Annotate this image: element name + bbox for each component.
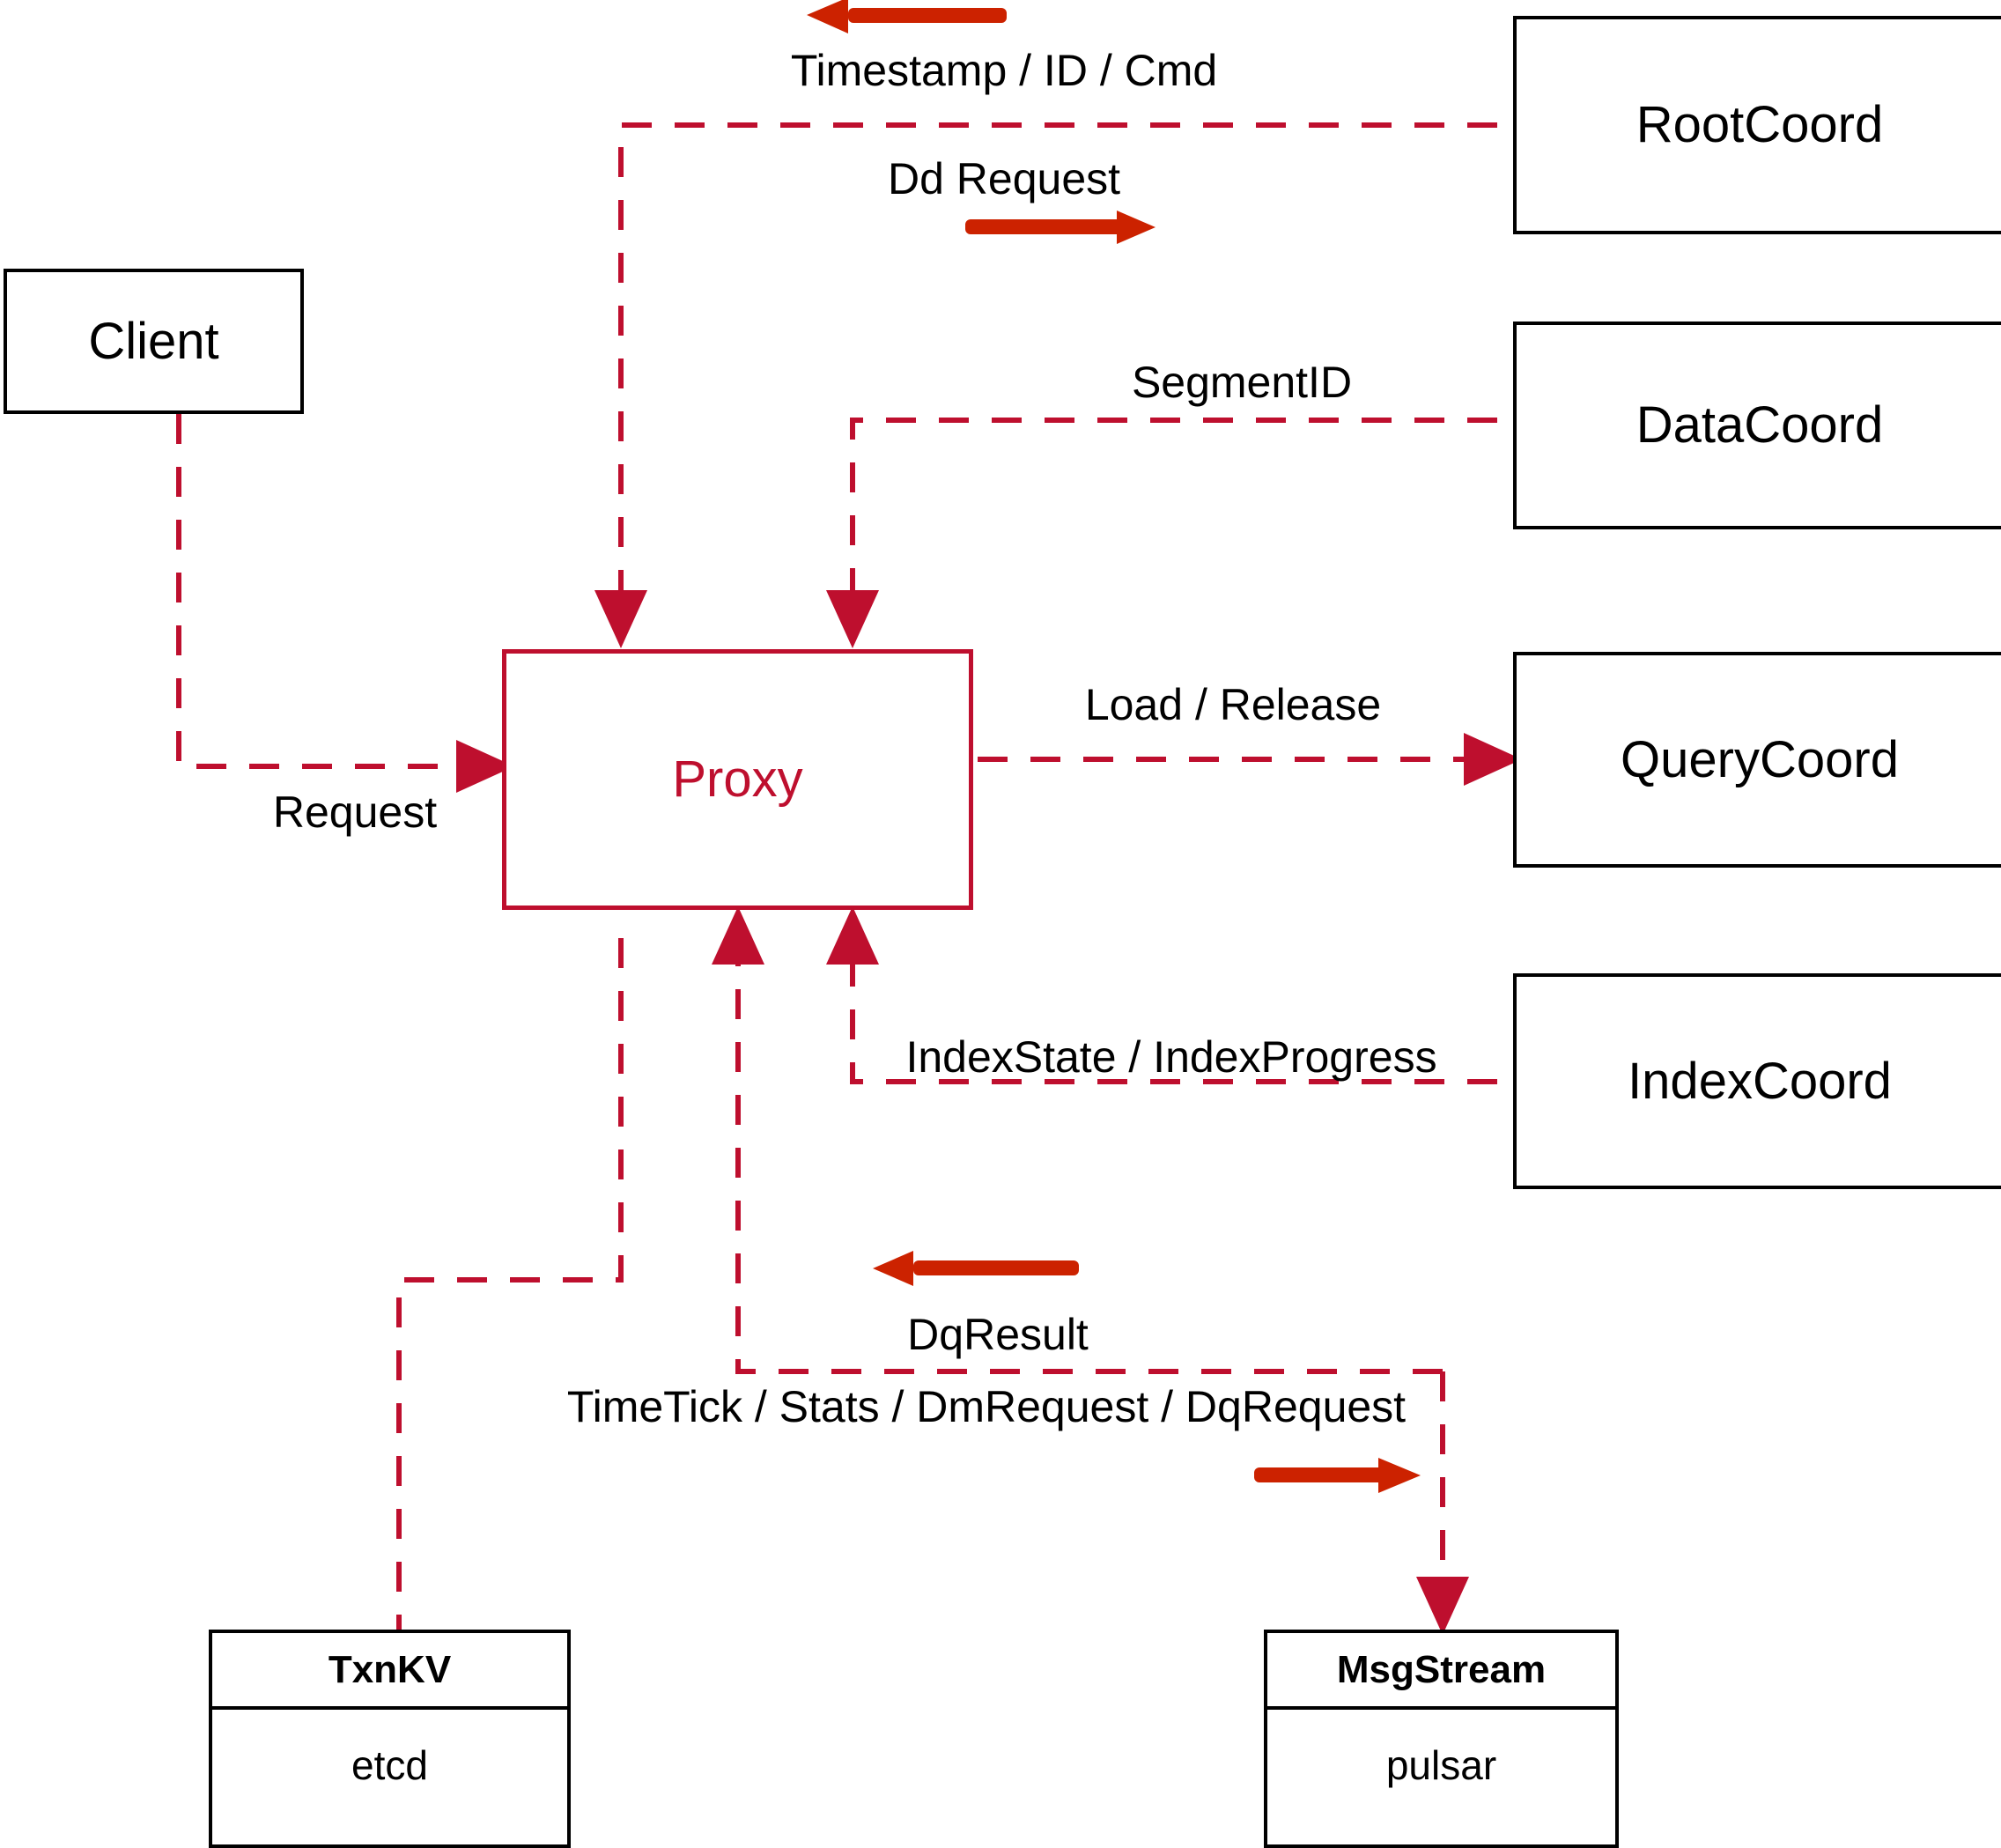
edge-client-to-proxy xyxy=(176,414,514,793)
edge-label-dd-request: Dd Request xyxy=(887,154,1121,203)
edge-msgstream-to-proxy xyxy=(712,906,1443,1374)
node-rootcoord-label: RootCoord xyxy=(1636,96,1884,154)
node-client[interactable]: Client xyxy=(4,269,304,414)
node-msgstream[interactable]: MsgStream pulsar xyxy=(1264,1630,1619,1848)
node-indexcoord-label: IndexCoord xyxy=(1628,1052,1892,1110)
edge-label-segmentid: SegmentID xyxy=(1131,358,1353,407)
node-datacoord-label: DataCoord xyxy=(1636,396,1884,455)
node-indexcoord[interactable]: IndexCoord xyxy=(1513,973,2001,1189)
node-txnkv[interactable]: TxnKV etcd xyxy=(209,1630,571,1848)
edge-proxy-to-txnkv xyxy=(396,938,624,1630)
node-txnkv-impl: etcd xyxy=(351,1741,428,1788)
direction-arrow-timestamp-id-cmd xyxy=(807,0,1007,33)
node-datacoord[interactable]: DataCoord xyxy=(1513,322,2001,529)
node-proxy-label: Proxy xyxy=(672,750,803,809)
edge-label-timetick-stats-dmrequest-dqrequest: TimeTick / Stats / DmRequest / DqRequest xyxy=(566,1382,1407,1431)
node-txnkv-title: TxnKV xyxy=(212,1633,567,1710)
node-client-label: Client xyxy=(88,312,219,370)
edge-indexcoord-to-proxy xyxy=(826,906,1497,1084)
edge-label-indexstate-indexprogress: IndexState / IndexProgress xyxy=(905,1032,1437,1082)
direction-arrow-dd-request xyxy=(965,211,1156,244)
node-querycoord[interactable]: QueryCoord xyxy=(1513,652,2001,868)
node-msgstream-title: MsgStream xyxy=(1267,1633,1615,1710)
edge-proxy-to-rootcoord xyxy=(594,122,1497,648)
node-querycoord-label: QueryCoord xyxy=(1621,730,1899,788)
direction-arrow-timetick-stats xyxy=(1254,1458,1421,1493)
edge-label-load-release: Load / Release xyxy=(1084,680,1382,729)
node-rootcoord[interactable]: RootCoord xyxy=(1513,16,2001,234)
node-msgstream-impl: pulsar xyxy=(1385,1741,1497,1788)
edge-label-timestamp-id-cmd: Timestamp / ID / Cmd xyxy=(790,46,1218,95)
edge-label-request: Request xyxy=(272,787,438,837)
node-proxy[interactable]: Proxy xyxy=(502,649,973,910)
direction-arrow-dqresult xyxy=(873,1251,1079,1286)
edge-label-dqresult: DqResult xyxy=(907,1310,1089,1359)
edge-datacoord-to-proxy xyxy=(826,418,1497,648)
